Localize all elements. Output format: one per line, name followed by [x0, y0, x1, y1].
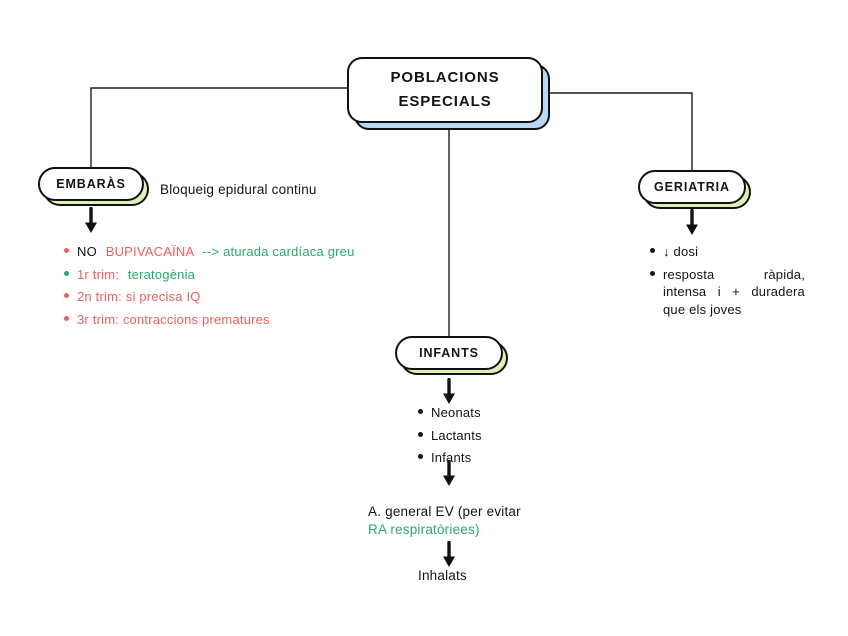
list-item: Neonats: [418, 404, 558, 422]
down-arrow: [683, 208, 701, 236]
bullet-icon: [418, 431, 423, 437]
item-text: 2n trim: si precisa IQ: [77, 289, 201, 305]
item-text-green: teratogènia: [127, 266, 196, 282]
item-text: Infants: [431, 450, 472, 466]
item-text: 1r trim: teratogènia: [77, 266, 195, 284]
bullet-icon: [650, 270, 655, 276]
node-face: INFANTS: [395, 336, 503, 370]
geriatria-list: ↓ dosi resposta ràpida, intensa i + dura…: [650, 243, 810, 318]
item-text: Lactants: [431, 427, 482, 443]
list-item: resposta ràpida, intensa i + duradera qu…: [650, 266, 810, 319]
down-arrow: [82, 206, 100, 234]
down-arrow: [440, 459, 458, 487]
node-poblacions-especials: POBLACIONS ESPECIALS: [347, 57, 550, 130]
bullet-icon: [418, 454, 423, 460]
infants-label: INFANTS: [419, 346, 479, 360]
down-arrow-icon: [443, 540, 455, 567]
down-arrow-icon: [443, 459, 455, 486]
item-text: ↓ dosi: [663, 244, 699, 259]
root-title-line2: ESPECIALS: [398, 93, 492, 110]
item-text-red: BUPIVACAÏNA: [105, 244, 194, 259]
bullet-icon: [418, 409, 423, 414]
anesthesia-note-line2: RA respiratòriees): [368, 522, 480, 538]
bullet-icon: [64, 248, 69, 253]
bullet-icon: [64, 293, 69, 299]
inhalats-text: Inhalats: [418, 568, 467, 583]
list-item: Lactants: [418, 427, 558, 445]
item-text-black: NO: [77, 244, 97, 259]
anesthesia-note-line1: A. general EV (per evitar: [368, 504, 521, 519]
infants-list: Neonats Lactants Infants: [418, 404, 558, 467]
item-text: 3r trim: contraccions prematures: [77, 311, 270, 327]
item-text-green: --> aturada cardíaca greu: [202, 244, 355, 259]
down-arrow-icon: [686, 208, 698, 235]
bullet-icon: [64, 315, 69, 321]
down-arrow: [440, 540, 458, 568]
connector-root-geriatria: [543, 92, 693, 170]
list-item: 3r trim: contraccions prematures: [64, 311, 404, 329]
list-item: Infants: [418, 449, 558, 467]
bullet-icon: [650, 248, 655, 253]
embaras-side-note: Bloqueig epidural continu: [160, 182, 317, 197]
down-arrow: [440, 377, 458, 405]
embaras-list: NO BUPIVACAÏNA --> aturada cardíaca greu…: [64, 243, 404, 328]
node-embaras: EMBARÀS: [38, 167, 149, 206]
list-item: 2n trim: si precisa IQ: [64, 288, 404, 306]
list-item: 1r trim: teratogènia: [64, 266, 404, 284]
bullet-icon: [64, 270, 69, 276]
down-arrow-icon: [443, 377, 455, 404]
root-title-line1: POBLACIONS: [390, 69, 500, 86]
node-geriatria: GERIATRIA: [638, 170, 751, 209]
connector-root-embaras: [90, 87, 347, 167]
node-face: POBLACIONS ESPECIALS: [347, 57, 543, 123]
geriatria-label: GERIATRIA: [654, 180, 730, 194]
list-item: NO BUPIVACAÏNA --> aturada cardíaca greu: [64, 243, 404, 261]
infants-anesthesia-note: A. general EV (per evitar RA respiratòri…: [368, 503, 521, 539]
node-infants: INFANTS: [395, 336, 508, 375]
node-face: GERIATRIA: [638, 170, 746, 204]
node-face: EMBARÀS: [38, 167, 144, 201]
item-text: Neonats: [431, 405, 481, 420]
down-arrow-icon: [85, 206, 97, 233]
item-text: NO BUPIVACAÏNA --> aturada cardíaca greu: [77, 243, 355, 261]
list-item: ↓ dosi: [650, 243, 810, 261]
item-text-red: 1r trim:: [77, 266, 120, 282]
item-text: resposta ràpida, intensa i + duradera qu…: [663, 266, 805, 317]
embaras-label: EMBARÀS: [56, 177, 126, 191]
